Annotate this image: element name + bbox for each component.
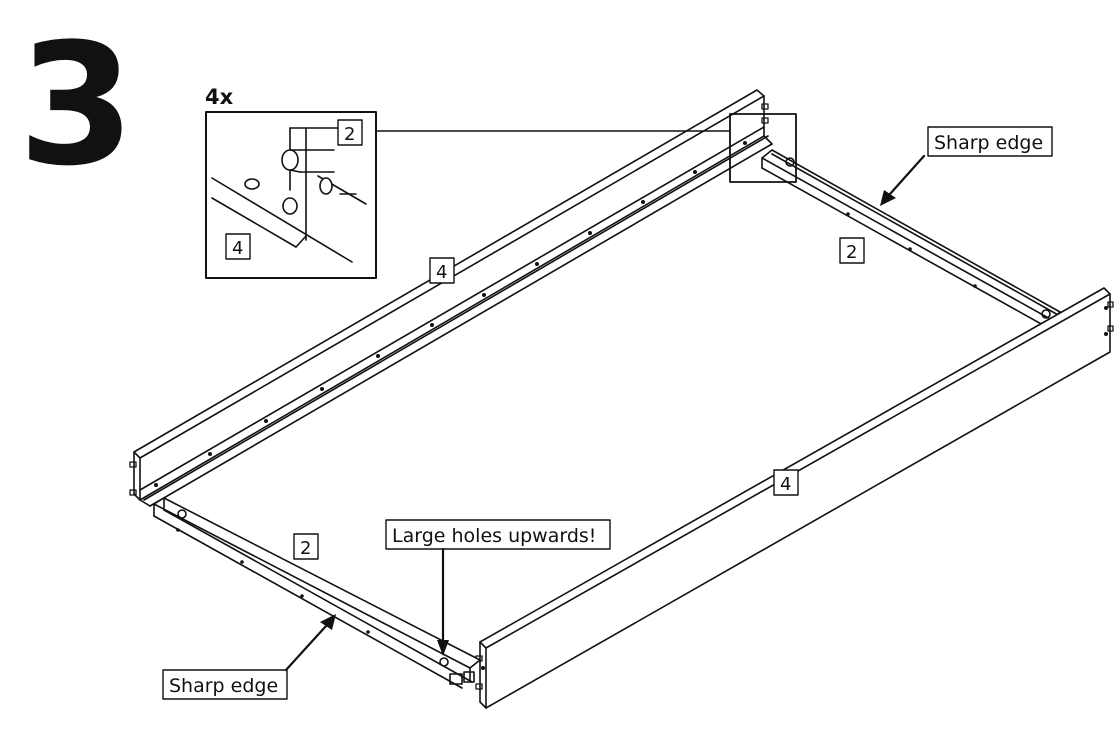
bottom-crossbar-holes (176, 528, 370, 634)
top-crossbar (761, 149, 1061, 331)
detail-part-b-box (225, 233, 251, 260)
svg-text:Large holes upwards!: Large holes upwards! (392, 525, 596, 547)
part-label-top-crossbar: 2 (839, 237, 865, 264)
callout-large-holes: Large holes upwards! (385, 519, 611, 656)
svg-text:2: 2 (846, 242, 857, 263)
svg-text:Sharp edge: Sharp edge (169, 675, 278, 697)
part-label-left-rail: 4 (429, 257, 455, 284)
svg-text:2: 2 (300, 538, 311, 559)
detail-part-a-label: 2 (344, 124, 355, 145)
svg-text:4: 4 (780, 474, 791, 495)
right-long-rail (475, 287, 1114, 709)
step-number: 3 (18, 7, 135, 203)
callout-sharp-edge-top: Sharp edge (880, 126, 1053, 206)
svg-text:Sharp edge: Sharp edge (934, 132, 1043, 154)
detail-part-a-box (337, 119, 363, 146)
part-label-bottom-crossbar: 2 (293, 533, 319, 560)
detail-part-b-label: 4 (232, 238, 243, 259)
top-crossbar-holes (846, 212, 977, 288)
right-rail-end-holes (481, 306, 1108, 670)
svg-text:4: 4 (436, 262, 447, 283)
bottom-crossbar (153, 497, 481, 689)
detail-inset: 4x 2 4 (205, 85, 377, 279)
part-label-right-rail: 4 (773, 469, 799, 496)
callout-sharp-edge-bottom: Sharp edge (162, 614, 336, 700)
left-rail-dowels (129, 103, 769, 496)
left-long-rail (129, 89, 773, 507)
zoom-reference-box (729, 113, 797, 183)
left-rail-holes (154, 141, 747, 487)
quantity-label: 4x (205, 85, 234, 109)
